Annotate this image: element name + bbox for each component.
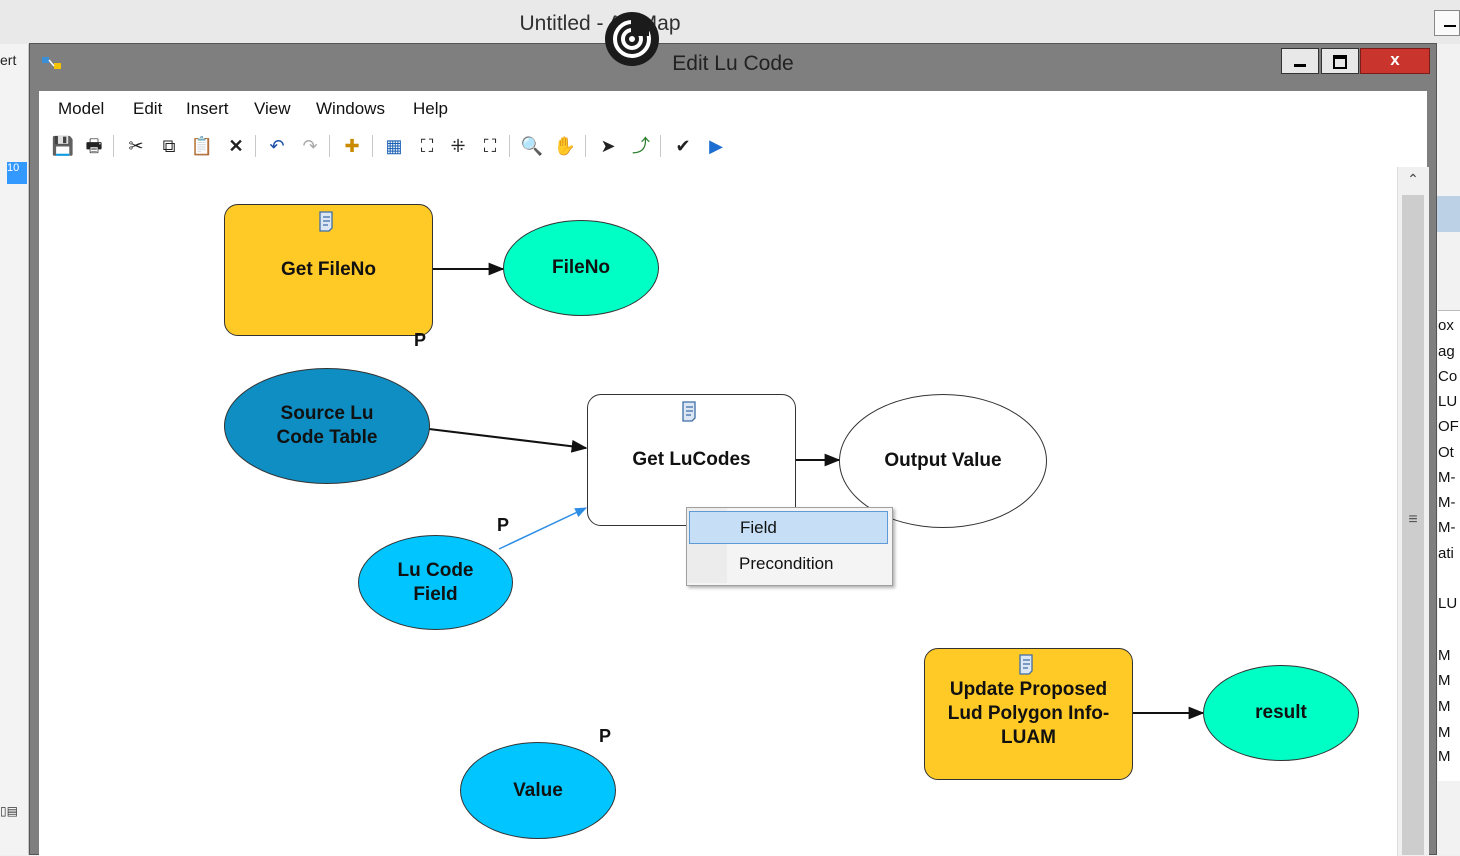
arcmap-view-toggle-icon[interactable]: ▯▤ [0,804,18,818]
right-panel-item[interactable]: M [1438,748,1451,765]
right-panel-item[interactable]: LU [1438,393,1458,410]
connector-source-getlucodes[interactable] [428,428,588,453]
menu-view[interactable]: View [254,99,291,118]
vertical-scrollbar[interactable]: ⌃ ≡ [1397,167,1429,856]
right-panel-item[interactable]: ox [1438,317,1454,334]
menu-help[interactable]: Help [413,99,448,118]
redo-icon[interactable]: ↷ [302,136,318,156]
scroll-up-icon[interactable]: ⌃ [1407,171,1419,187]
output-result[interactable]: result [1203,665,1359,761]
maximize-button[interactable] [1321,48,1359,74]
right-panel-item[interactable]: M [1438,672,1451,689]
tool-label: Update Proposed Lud Polygon Info-LUAM [947,679,1110,748]
menu-bar: Model Edit Insert View Windows Help [39,91,1427,125]
right-panel-item[interactable]: M- [1438,519,1456,536]
parameter-marker: P [414,330,427,350]
model-builder-window: Edit Lu Code x Model Edit Insert View Wi… [29,43,1437,856]
arcmap-left-field[interactable]: 10 [7,162,27,184]
arcmap-minimize-button[interactable] [1434,10,1460,36]
menu-edit[interactable]: Edit [133,99,163,118]
validate-icon[interactable]: ✔ [675,136,691,156]
right-panel-item[interactable]: LU [1438,595,1458,612]
tool-label: Get FileNo [280,259,376,280]
delete-icon[interactable]: ✕ [228,136,244,156]
right-panel-item[interactable]: Ot [1438,444,1454,461]
input-label: Value [513,779,563,801]
minimize-button[interactable] [1281,48,1319,74]
input-label: Lu Code Field [397,559,474,605]
zoom-out-fixed-icon[interactable]: ⛶ [483,136,497,156]
menu-insert[interactable]: Insert [186,99,229,118]
scroll-thumb[interactable] [1402,195,1424,855]
cut-icon[interactable]: ✂ [128,136,144,156]
toolbar: 💾 🖶 ✂ ⧉ 📋 ✕ ↶ ↷ ✚ ▦ ⛶ ⁜ ⛶ 🔍 ✋ ➤ ⤴ ✔ ▶ [39,125,1427,168]
close-button[interactable]: x [1360,48,1430,74]
arcmap-left-menu-text[interactable]: ert [0,52,17,68]
zoom-in-fixed-icon[interactable]: ⁜ [450,136,466,156]
output-fileno[interactable]: FileNo [503,220,659,316]
context-menu-item-precondition[interactable]: Precondition [739,554,834,573]
menu-windows[interactable]: Windows [316,99,385,118]
run-icon[interactable]: ▶ [709,136,723,156]
undo-icon[interactable]: ↶ [269,136,285,156]
script-tool-icon [319,211,333,232]
full-extent-icon[interactable]: ⛶ [420,136,434,156]
right-panel-item[interactable]: M- [1438,494,1456,511]
context-menu: Field Precondition [686,507,893,586]
right-panel-item[interactable]: M [1438,647,1451,664]
input-source-lu-code-table[interactable]: Source Lu Code Table [224,368,430,484]
copy-icon[interactable]: ⧉ [162,136,176,156]
tool-label: Get LuCodes [632,449,751,470]
connector-layer [428,262,1205,720]
right-panel-item[interactable]: M [1438,698,1451,715]
menu-model[interactable]: Model [58,99,105,118]
parameter-marker: P [497,515,510,535]
script-tool-icon [1019,654,1033,675]
output-label: Output Value [884,450,1002,471]
right-panel-item[interactable]: ati [1438,545,1454,562]
zoom-in-icon[interactable]: 🔍 [520,136,544,156]
arcmap-title: Untitled - ArcMap [519,12,681,35]
spiral-logo-icon [605,12,659,66]
print-icon[interactable]: 🖶 [85,136,103,156]
right-panel-item[interactable]: Co [1438,368,1458,385]
script-tool-icon [682,401,696,422]
paste-icon[interactable]: 📋 [190,136,214,156]
right-panel-item[interactable]: ag [1438,343,1455,360]
input-value[interactable]: Value [460,742,616,839]
auto-layout-icon[interactable]: ▦ [385,136,403,156]
output-value-node[interactable]: Output Value [839,394,1047,528]
model-builder-app-icon [42,57,61,69]
pan-icon[interactable]: ✋ [553,136,577,156]
connector-lucodefield-getlucodes[interactable] [498,507,588,550]
input-label: Source Lu Code Table [276,403,378,448]
right-panel-item[interactable]: M [1438,724,1451,741]
parameter-marker: P [599,726,612,746]
input-lu-code-field[interactable]: Lu Code Field [358,535,513,630]
output-label: result [1255,702,1307,723]
select-icon[interactable]: ➤ [600,136,616,156]
right-panel-item[interactable]: M- [1438,469,1456,486]
context-menu-item-field[interactable]: Field [689,511,888,544]
output-label: FileNo [551,257,611,278]
add-data-icon[interactable]: ✚ [344,136,360,156]
arcmap-right-panel-header [1436,196,1460,232]
window-title: Edit Lu Code [672,52,794,75]
scroll-grip-icon: ≡ [1408,511,1418,528]
connect-icon[interactable]: ⤴ [632,136,650,156]
right-panel-item[interactable]: OF [1438,418,1459,435]
save-icon[interactable]: 💾 [51,136,75,156]
